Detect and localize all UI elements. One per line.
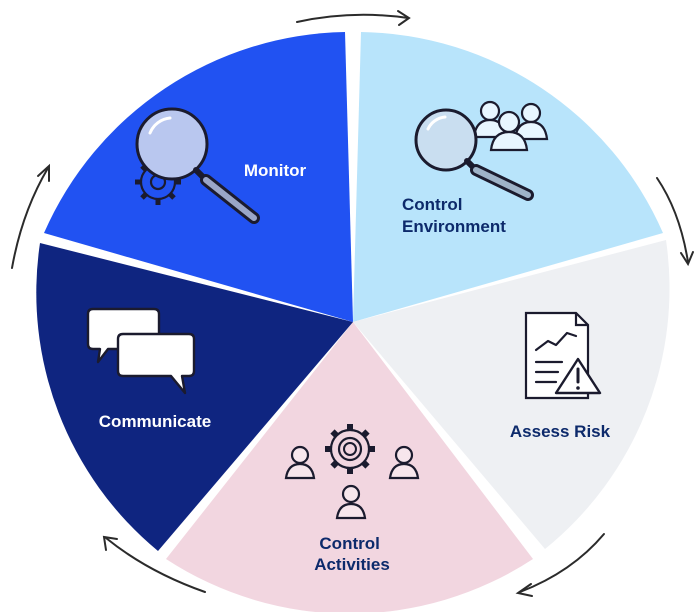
label-assess-risk: Assess Risk xyxy=(510,422,611,441)
arrow-bottom-right-head xyxy=(515,583,533,597)
arrow-top-head xyxy=(397,10,411,26)
label-control-activities: Control Activities xyxy=(314,534,390,574)
gear-people-icon xyxy=(284,424,420,520)
arrow-right-head xyxy=(680,251,694,267)
magnifier-people-icon xyxy=(414,100,549,201)
arrow-left xyxy=(11,167,49,269)
label-communicate: Communicate xyxy=(99,412,211,431)
segment-monitor xyxy=(44,32,353,322)
chat-bubbles-icon xyxy=(86,307,196,395)
segment-labels: Monitor Control Environment Assess Risk … xyxy=(99,161,611,574)
arrow-right xyxy=(656,177,689,263)
magnifier-gear-icon xyxy=(135,107,260,224)
arrow-bottom-left xyxy=(105,537,206,593)
arrow-top xyxy=(296,13,409,23)
label-monitor: Monitor xyxy=(244,161,307,180)
label-control-environment: Control Environment xyxy=(402,195,506,236)
segment-assess-risk xyxy=(353,240,670,549)
arrow-bottom-left-head xyxy=(102,535,118,551)
cycle-arrows xyxy=(11,10,694,597)
document-warning-icon xyxy=(524,311,602,400)
segment-control-environment xyxy=(353,32,663,322)
arrow-bottom-right xyxy=(519,533,605,593)
arrow-left-head xyxy=(37,163,50,182)
